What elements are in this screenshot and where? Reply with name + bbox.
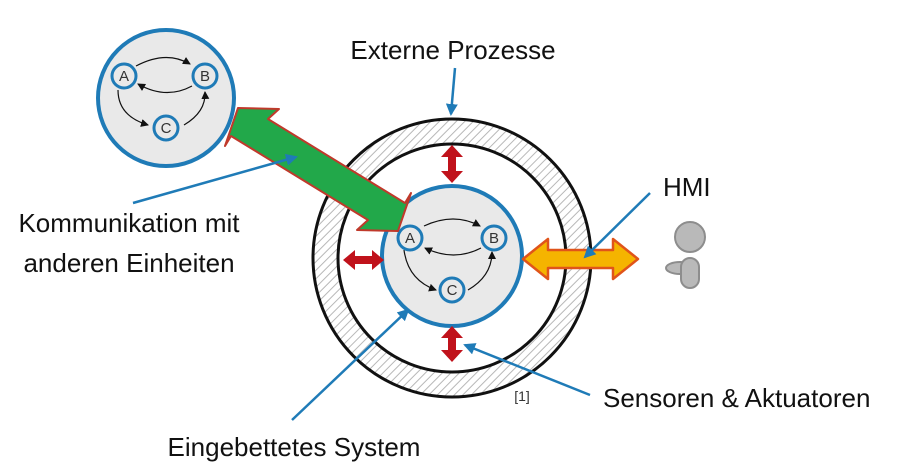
other-node-b-label: B xyxy=(200,68,210,85)
hmi-label: HMI xyxy=(663,172,711,202)
node-c-label: C xyxy=(447,282,458,299)
pointer-communication xyxy=(132,153,298,205)
citation-label: [1] xyxy=(514,388,530,404)
communication-arrow xyxy=(224,107,412,232)
io-arrow-bottom xyxy=(441,326,463,362)
external-process-label: Externe Prozesse xyxy=(350,35,555,65)
pointer-sensors xyxy=(463,343,591,397)
other-node-b: B xyxy=(191,62,219,90)
communication-label-line1: Kommunikation mit xyxy=(18,208,240,238)
pointer-external xyxy=(445,67,458,116)
io-arrow-top xyxy=(441,145,463,183)
node-a: A xyxy=(396,224,424,252)
hmi-arrow xyxy=(521,237,640,281)
other-unit-edges xyxy=(117,56,210,127)
person-icon xyxy=(665,221,706,289)
node-b-label: B xyxy=(489,230,499,247)
io-arrow-left xyxy=(343,250,384,270)
node-c: C xyxy=(438,276,466,304)
pointer-embedded xyxy=(291,308,410,421)
other-node-c: C xyxy=(152,114,180,142)
other-unit: A B C xyxy=(96,28,236,168)
communication-label-line2: anderen Einheiten xyxy=(23,248,234,278)
system-edges xyxy=(403,218,496,292)
pointer-lines xyxy=(132,67,651,421)
io-arrows xyxy=(343,145,463,362)
embedded-system-label: Eingebettetes System xyxy=(168,432,421,462)
other-node-a-label: A xyxy=(119,68,129,85)
node-a-label: A xyxy=(405,230,415,247)
other-node-a: A xyxy=(110,62,138,90)
pointer-hmi xyxy=(583,192,651,259)
other-node-c-label: C xyxy=(161,120,172,137)
node-b: B xyxy=(480,224,508,252)
sensors-actuators-label: Sensoren & Aktuatoren xyxy=(603,383,870,413)
